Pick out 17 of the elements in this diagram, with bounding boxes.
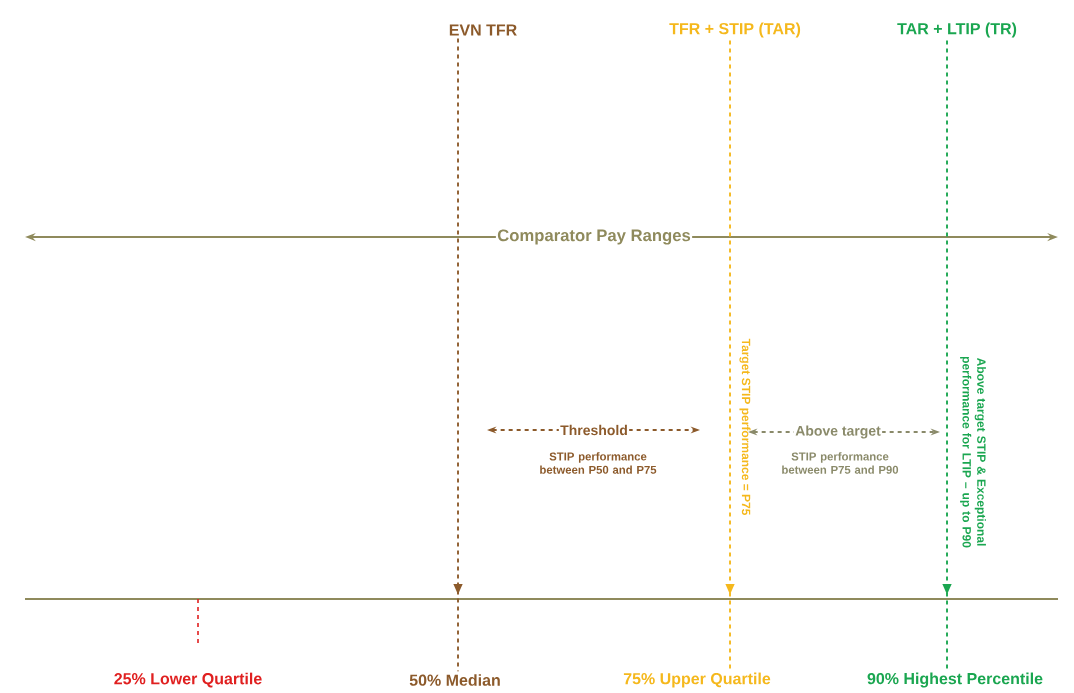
- heading-label: EVN TFR: [449, 24, 517, 36]
- heading-label: TAR + LTIP (TR): [897, 22, 1017, 38]
- rotated-note: Above target STIP & Exceptional performance for LTIP – up to P90: [960, 356, 986, 548]
- dashed-arrow: [725, 39, 735, 671]
- heading-label: 50% Median: [409, 674, 500, 686]
- dashed-arrow: [942, 39, 952, 671]
- note-text: STIP performance between P75 and P90: [782, 452, 899, 474]
- note-text: STIP performance between P50 and P75: [540, 452, 657, 474]
- heading-label: TFR + STIP (TAR): [669, 22, 801, 38]
- heading-label: 75% Upper Quartile: [623, 672, 771, 688]
- dashed-arrow: [453, 37, 463, 673]
- range-label: Above target: [793, 424, 883, 440]
- heading-label: 90% Highest Percentile: [867, 672, 1043, 688]
- range-label: Comparator Pay Ranges: [495, 228, 693, 246]
- rotated-note: Target STIP performance = P75: [739, 338, 751, 516]
- heading-label: 25% Lower Quartile: [114, 672, 262, 688]
- range-label: Threshold: [558, 423, 630, 437]
